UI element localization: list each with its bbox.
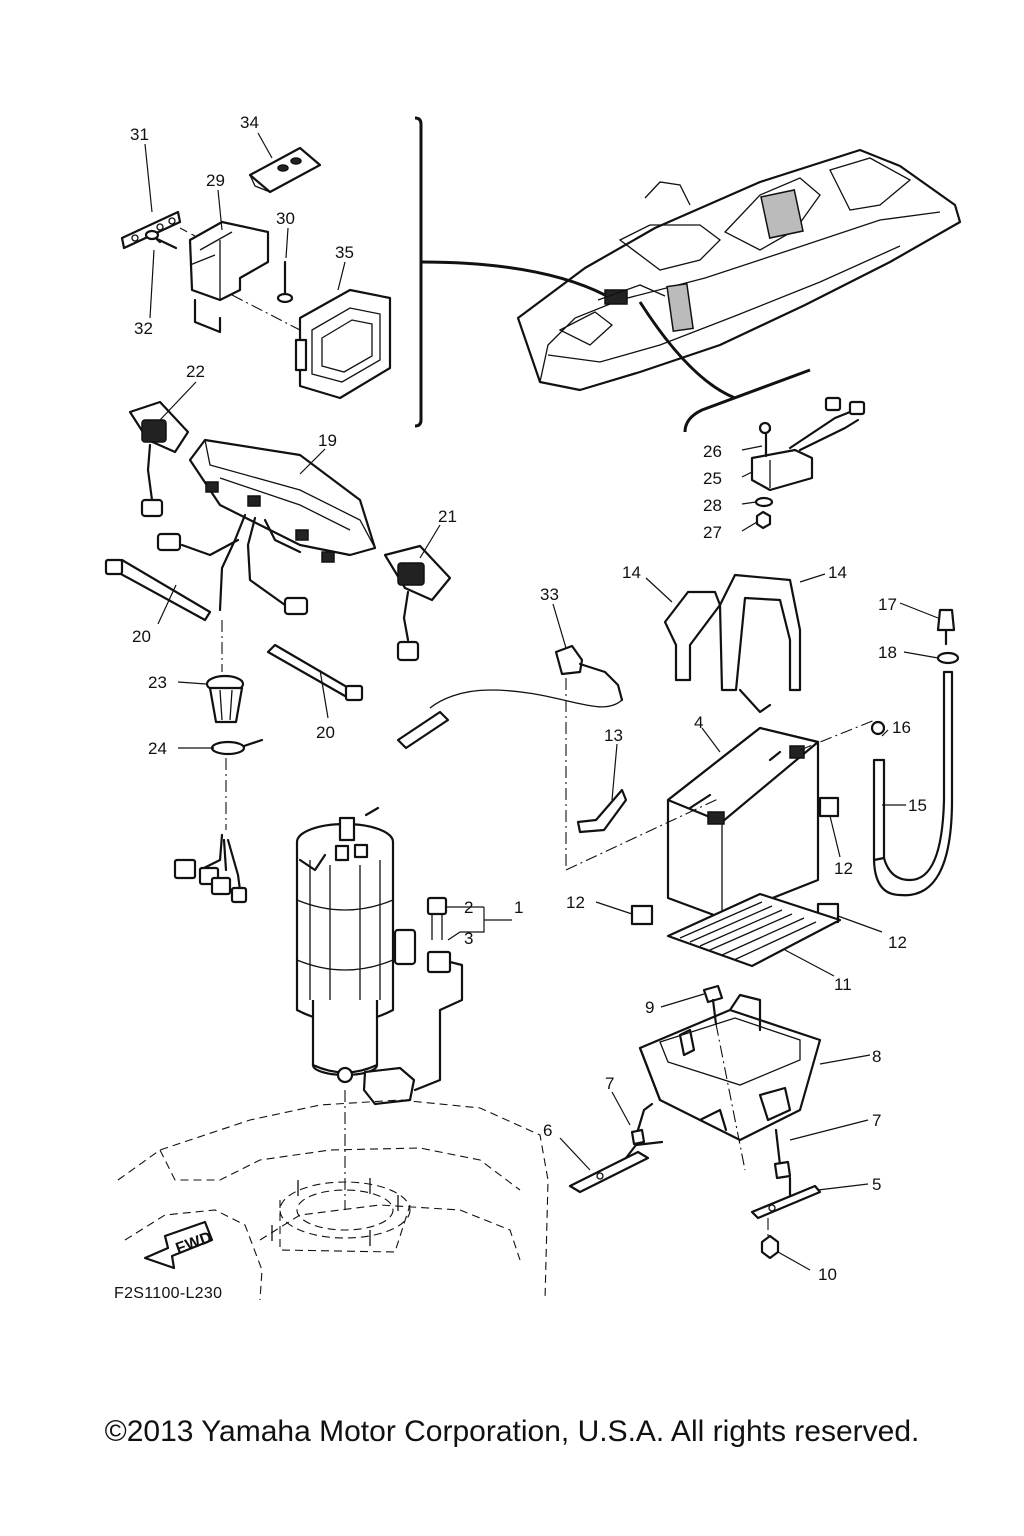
part-13-cover <box>576 788 628 834</box>
part-4-battery <box>565 719 876 920</box>
callout-7b: 7 <box>872 1111 881 1130</box>
callout-2: 2 <box>464 898 473 917</box>
callout-33: 33 <box>540 585 559 604</box>
callout-9: 9 <box>645 998 654 1017</box>
callout-1: 1 <box>514 898 523 917</box>
part-10-nut <box>760 1218 780 1260</box>
part-16-clip <box>870 720 886 736</box>
callout-14a: 14 <box>622 563 641 582</box>
callout-20b: 20 <box>316 723 335 742</box>
callout-22: 22 <box>186 362 205 381</box>
wire-harness <box>173 620 248 904</box>
callout-8: 8 <box>872 1047 881 1066</box>
callout-27: 27 <box>703 523 722 542</box>
part-18-clamp <box>936 651 960 665</box>
callout-35: 35 <box>335 243 354 262</box>
callout-14b: 14 <box>828 563 847 582</box>
part-14-strap-b <box>718 573 802 714</box>
callout-20a: 20 <box>132 627 151 646</box>
part-25-28-ecu-box <box>750 396 866 530</box>
callout-4: 4 <box>694 713 703 732</box>
callout-13: 13 <box>604 726 623 745</box>
callout-18: 18 <box>878 643 897 662</box>
callout-24: 24 <box>148 739 167 758</box>
callout-32: 32 <box>134 319 153 338</box>
watercraft-overview <box>516 148 962 392</box>
callout-6: 6 <box>543 1121 552 1140</box>
fwd-arrow <box>143 1220 214 1270</box>
part-12-pad-b <box>630 904 654 926</box>
callout-29: 29 <box>206 171 225 190</box>
part-22-switch <box>128 400 190 518</box>
part-15-hose <box>872 670 954 897</box>
callout-31: 31 <box>130 125 149 144</box>
callout-11: 11 <box>834 975 852 994</box>
callout-21: 21 <box>438 507 457 526</box>
callout-23: 23 <box>148 673 167 692</box>
part-7-rivet-b <box>773 1128 792 1180</box>
callout-17: 17 <box>878 595 897 614</box>
callout-10: 10 <box>818 1265 837 1284</box>
part-1-fuel-pump <box>295 806 395 1084</box>
part-3-harness <box>362 928 464 1106</box>
callout-28: 28 <box>703 496 722 515</box>
part-24-clamp <box>210 738 264 756</box>
part-33-sensor <box>396 644 624 870</box>
part-20-cable-tie-a <box>104 558 212 622</box>
callout-5: 5 <box>872 1175 881 1194</box>
part-11-base-mat <box>666 892 842 968</box>
fuel-tank <box>117 1090 549 1301</box>
part-12-pad-a <box>818 796 840 818</box>
part-19-meter <box>156 438 377 616</box>
part-29-bracket <box>179 220 270 334</box>
callout-30: 30 <box>276 209 295 228</box>
part-5-bracket <box>750 1176 822 1220</box>
callout-3: 3 <box>464 929 473 948</box>
copyright-notice: ©2013 Yamaha Motor Corporation, U.S.A. A… <box>104 1415 920 1448</box>
callout-25: 25 <box>703 469 722 488</box>
callout-7a: 7 <box>605 1074 614 1093</box>
part-8-battery-box <box>638 993 822 1142</box>
part-35-receiver-module <box>231 288 392 400</box>
part-21-switch <box>383 544 452 662</box>
part-17-cap <box>936 608 956 646</box>
part-7-rivet-a <box>630 1102 654 1146</box>
callout-12b: 12 <box>566 893 585 912</box>
part-6-bracket <box>568 1140 664 1194</box>
callout-19: 19 <box>318 431 337 450</box>
callout-15: 15 <box>908 796 927 815</box>
figure-code: F2S1100-L230 <box>114 1285 222 1302</box>
callout-16: 16 <box>892 718 911 737</box>
part-23-grommet <box>205 674 245 724</box>
part-30-screw <box>276 260 294 304</box>
leader-lines <box>144 132 939 1271</box>
callout-12c: 12 <box>888 933 907 952</box>
part-9-bolt <box>702 984 746 1171</box>
callout-34: 34 <box>240 113 259 132</box>
part-20-cable-tie-b <box>266 643 364 702</box>
part-2-connector <box>426 896 448 940</box>
callout-26: 26 <box>703 442 722 461</box>
part-32-screw <box>144 229 178 250</box>
part-34-key-fob <box>248 146 322 194</box>
part-14-strap-a <box>663 590 722 682</box>
callout-12a: 12 <box>834 859 853 878</box>
group-bracket <box>414 116 811 433</box>
